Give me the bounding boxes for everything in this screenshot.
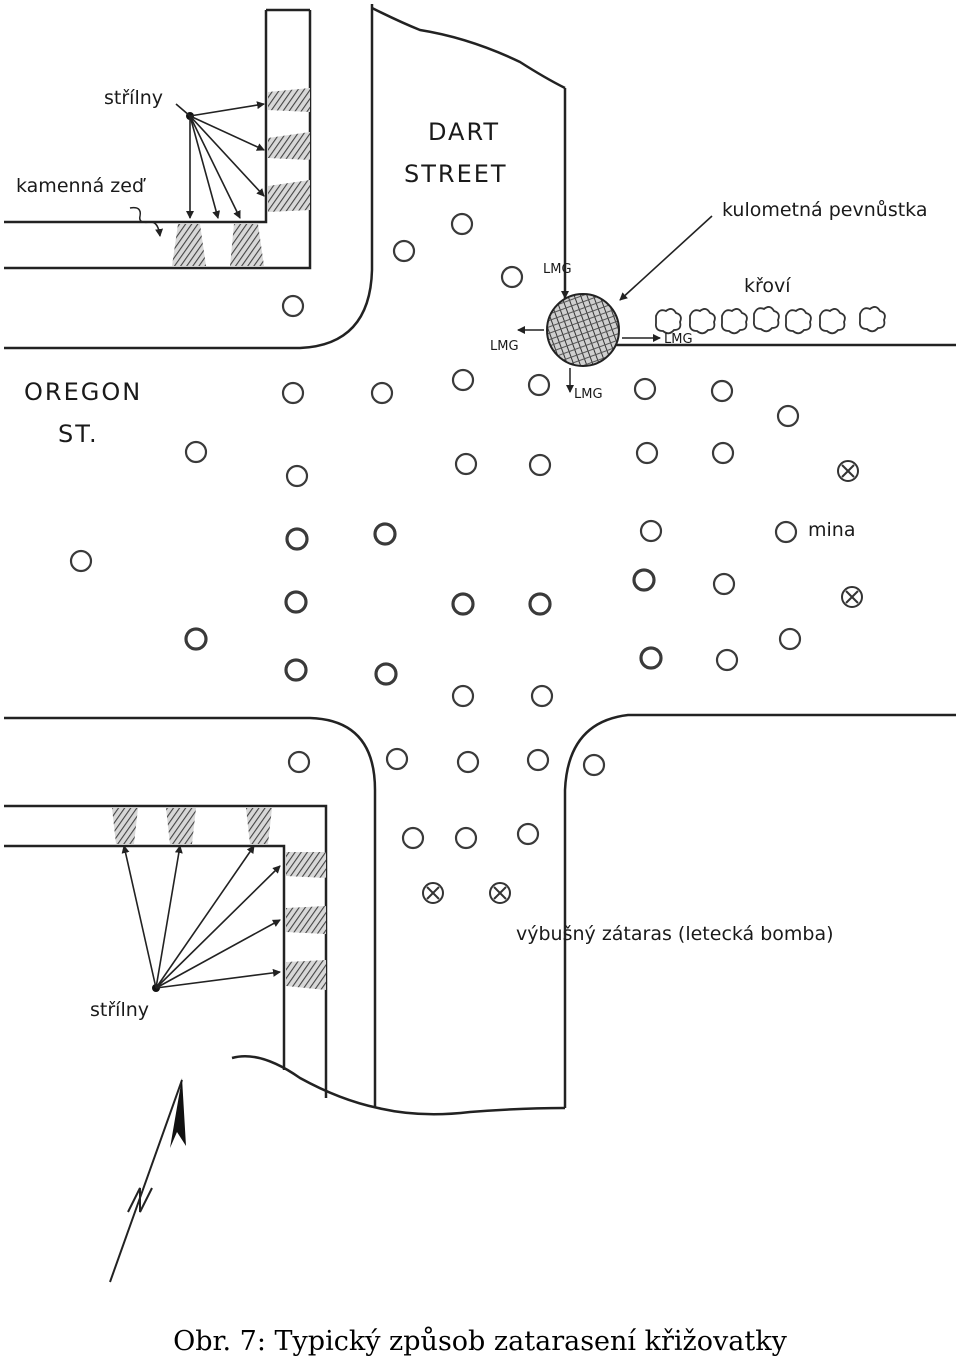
label-strilny-top: střílny bbox=[104, 87, 163, 109]
obstacle bbox=[639, 646, 663, 670]
nw-stone-wall bbox=[4, 8, 312, 270]
obstacle bbox=[632, 568, 656, 592]
se-curb bbox=[563, 713, 956, 1108]
wall-pointer bbox=[129, 206, 164, 237]
obstacle bbox=[527, 373, 551, 397]
bush bbox=[752, 306, 780, 333]
lmg-label-east: LMG bbox=[664, 332, 693, 347]
dart-street-line2: STREET bbox=[404, 160, 508, 188]
obstacle bbox=[454, 452, 478, 476]
obstacle bbox=[774, 520, 798, 544]
obstacle bbox=[776, 404, 800, 428]
obstacle bbox=[528, 592, 552, 616]
label-kulometna-pevnustka: kulometná pevnůstka bbox=[722, 199, 927, 221]
street-outlines bbox=[4, 4, 956, 1116]
mine-symbol bbox=[837, 460, 859, 482]
obstacle bbox=[454, 826, 478, 850]
figure-caption: Obr. 7: Typický způsob zatarasení křižov… bbox=[0, 1326, 960, 1357]
obstacle bbox=[451, 592, 475, 616]
label-krovi: křoví bbox=[744, 275, 791, 297]
mine-symbol bbox=[422, 882, 444, 904]
obstacle bbox=[712, 572, 736, 596]
bush bbox=[818, 308, 846, 335]
bush bbox=[858, 306, 886, 333]
label-mina: mina bbox=[808, 519, 855, 541]
lmg-label-south: LMG bbox=[574, 387, 603, 402]
obstacle bbox=[401, 826, 425, 850]
obstacle bbox=[715, 648, 739, 672]
obstacle bbox=[451, 684, 475, 708]
obstacle bbox=[582, 753, 606, 777]
obstacle bbox=[284, 590, 308, 614]
sw-loopholes bbox=[112, 808, 326, 990]
machine-gun-nest bbox=[517, 215, 713, 393]
bushes bbox=[654, 306, 886, 335]
obstacle bbox=[281, 381, 305, 405]
obstacle bbox=[281, 294, 305, 318]
bush bbox=[784, 308, 812, 335]
bush bbox=[654, 308, 682, 335]
label-strilny-bottom: střílny bbox=[90, 999, 149, 1021]
sw-curb bbox=[4, 716, 377, 1108]
obstacle bbox=[711, 441, 735, 465]
obstacle bbox=[530, 684, 554, 708]
obstacle bbox=[778, 627, 802, 651]
obstacle bbox=[392, 239, 416, 263]
obstacle bbox=[451, 368, 475, 392]
oregon-st-line2: ST. bbox=[58, 420, 99, 448]
obstacle bbox=[450, 212, 474, 236]
sw-stone-wall bbox=[4, 804, 328, 1098]
obstacle bbox=[184, 440, 208, 464]
top-edge bbox=[371, 6, 566, 90]
nw-firing-lines bbox=[175, 101, 265, 219]
bottom-edge bbox=[231, 1054, 566, 1116]
obstacle bbox=[373, 522, 397, 546]
bush bbox=[688, 308, 716, 335]
dart-street-line1: DART bbox=[428, 118, 500, 146]
oregon-st-line1: OREGON bbox=[24, 378, 142, 406]
obstacle bbox=[285, 464, 309, 488]
obstacle bbox=[456, 750, 480, 774]
caption-prefix: Obr. 7: bbox=[173, 1326, 266, 1357]
bush bbox=[720, 308, 748, 335]
label-kamenna-zed: kamenná zeď bbox=[16, 175, 146, 197]
obstacle bbox=[639, 519, 663, 543]
obstacle bbox=[528, 453, 552, 477]
mine-symbol bbox=[489, 882, 511, 904]
obstacle bbox=[633, 377, 657, 401]
north-arrow bbox=[109, 1078, 186, 1283]
obstacle bbox=[500, 265, 524, 289]
obstacle bbox=[385, 747, 409, 771]
caption-text: Typický způsob zatarasení křižovatky bbox=[274, 1326, 787, 1357]
lmg-label-north: LMG bbox=[543, 262, 572, 277]
obstacle bbox=[526, 748, 550, 772]
label-vybusny-zataras: výbušný zátaras (letecká bomba) bbox=[516, 923, 834, 945]
obstacle bbox=[284, 658, 308, 682]
lmg-label-west: LMG bbox=[490, 339, 519, 354]
mines bbox=[422, 460, 863, 904]
obstacle bbox=[285, 527, 309, 551]
obstacle bbox=[374, 662, 398, 686]
obstacle bbox=[370, 381, 394, 405]
obstacle bbox=[635, 441, 659, 465]
obstacle bbox=[516, 822, 540, 846]
obstacles bbox=[69, 212, 802, 850]
mine-symbol bbox=[841, 586, 863, 608]
nw-loopholes bbox=[172, 88, 310, 266]
obstacle bbox=[184, 627, 208, 651]
obstacle bbox=[287, 750, 311, 774]
sw-firing-lines bbox=[121, 845, 281, 992]
obstacle bbox=[69, 549, 93, 573]
obstacle bbox=[710, 379, 734, 403]
nw-curb bbox=[4, 4, 374, 350]
